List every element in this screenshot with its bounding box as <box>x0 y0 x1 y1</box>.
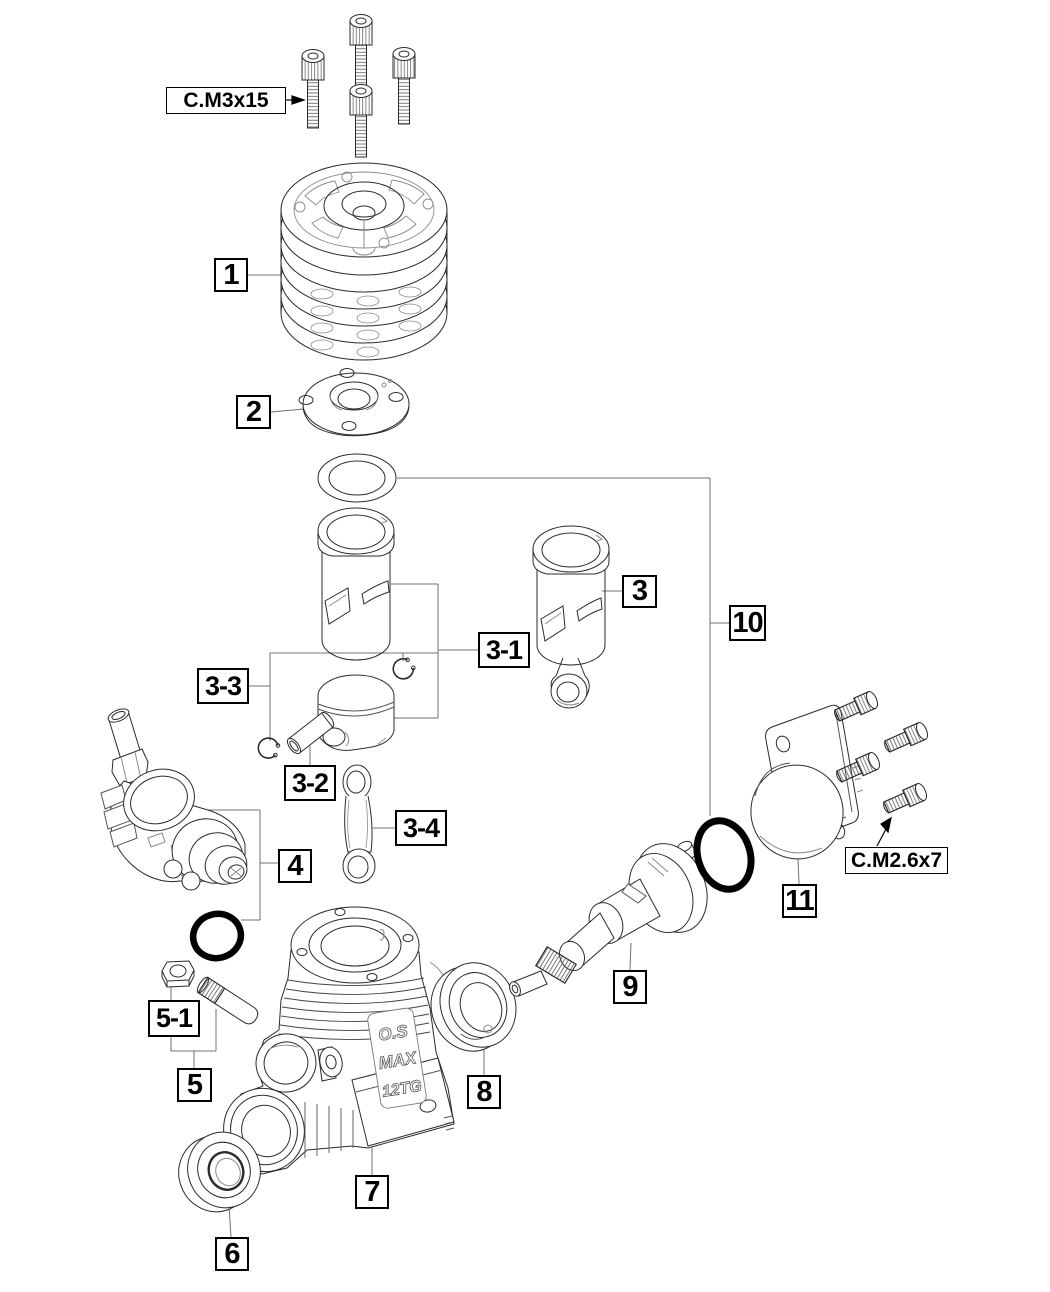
callout-9-crankshaft: 9 <box>613 970 647 1004</box>
head-gasket <box>317 453 397 503</box>
part-1-cylinder-head <box>280 162 448 361</box>
backplate-screws <box>834 691 929 814</box>
part-3-3-circlips <box>257 657 416 759</box>
part-3-2-piston-pin <box>286 712 335 755</box>
part-3-1-cylinder-sleeve <box>317 507 395 661</box>
spec-label-head-screws: C.M3x15 <box>166 87 286 114</box>
part-9-crankshaft <box>509 840 708 997</box>
spec-arrows <box>286 95 892 847</box>
callout-5: 5 <box>177 1068 212 1102</box>
part-8-rear-bearing <box>430 962 517 1052</box>
callout-1-cylinder-head: 1 <box>214 258 248 292</box>
part-4-carburetor <box>100 708 248 891</box>
head-screws <box>301 14 416 158</box>
callout-6-front-bearing: 6 <box>215 1237 249 1271</box>
engraving-series: 12TG <box>381 1078 423 1101</box>
callout-4-carburetor: 4 <box>278 849 312 883</box>
callout-3-piston-assembly: 3 <box>622 575 657 608</box>
callout-3-2-piston-pin: 3-2 <box>284 765 336 801</box>
part-11-back-plate <box>750 704 864 860</box>
callout-11-back-plate: 11 <box>782 884 817 918</box>
carburetor-o-ring <box>189 910 245 962</box>
part-6-front-bearing <box>178 1131 261 1213</box>
callout-10-gasket-o-ring-set: 10 <box>729 605 766 641</box>
callout-5-1-nut-and-pin: 5-1 <box>148 1000 200 1037</box>
screw-m3x15 <box>349 84 373 158</box>
callout-2-head-button: 2 <box>236 395 271 429</box>
piston <box>317 674 395 751</box>
part-3-4-connecting-rod <box>342 764 376 884</box>
callout-7-crankcase: 7 <box>355 1175 389 1209</box>
part-3-piston-sleeve-rod-assembly <box>532 525 610 709</box>
spec-label-backplate-screws: C.M2.6x7 <box>845 847 948 874</box>
leader-lines <box>170 274 800 1238</box>
part-2-head-button <box>298 368 410 437</box>
screw-m3x15 <box>349 14 373 90</box>
part-5-1-nut-and-pin <box>161 960 259 1025</box>
callout-3-4-connecting-rod: 3-4 <box>395 810 447 846</box>
part-10-backplate-o-ring <box>693 817 755 893</box>
callout-8-rear-bearing: 8 <box>467 1075 501 1109</box>
callout-3-1-cylinder-sleeve: 3-1 <box>478 632 530 668</box>
screw-m3x15 <box>392 47 416 125</box>
screw-m3x15 <box>301 49 325 129</box>
part-7-crankcase: O.S MAX 12TG <box>223 906 455 1175</box>
callout-3-3-circlips: 3-3 <box>197 668 249 704</box>
